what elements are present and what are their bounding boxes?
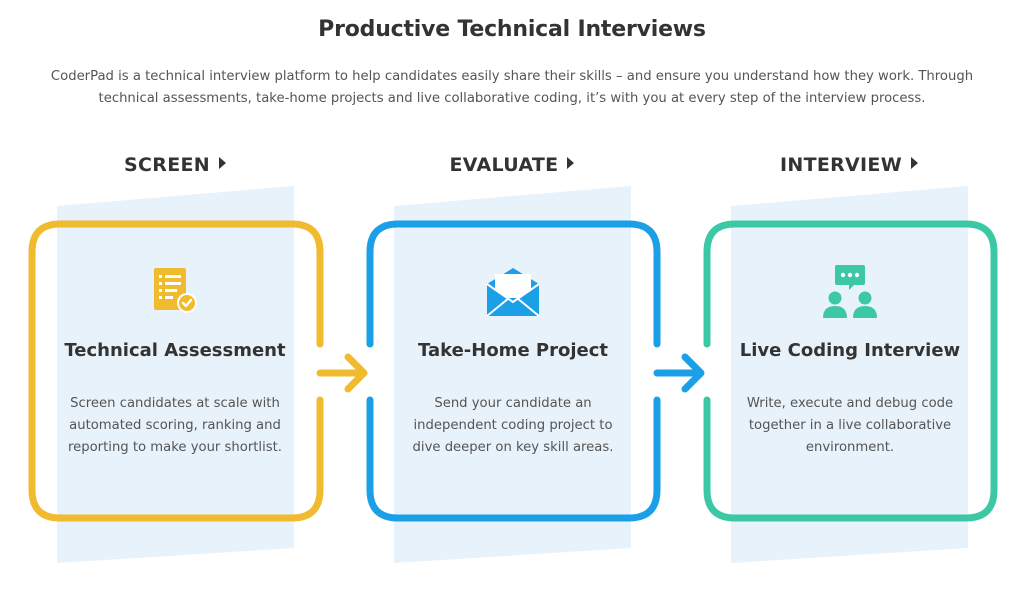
card-title: Live Coding Interview [739,340,961,361]
stage-label-text: EVALUATE [449,154,559,176]
stage-label-screen: SCREEN [25,154,325,176]
stage-label-interview: INTERVIEW [699,154,999,176]
intro-paragraph: CoderPad is a technical interview platfo… [50,69,974,106]
page-title: Productive Technical Interviews [318,17,706,42]
card-title: Take-Home Project [417,340,609,361]
card-description: Screen candidates at scale with automate… [68,396,282,455]
checklist-document-icon [154,268,197,313]
card-description: Send your candidate an independent codin… [412,396,614,455]
caret-right-icon [218,157,226,169]
arrow-right-icon [316,353,368,393]
card-description: Write, execute and debug code together i… [746,396,954,455]
card-panel-interview [731,186,968,563]
card-panel-evaluate [394,186,631,563]
stage-label-evaluate: EVALUATE [362,154,662,176]
card-title: Technical Assessment [64,340,286,361]
envelope-icon [486,268,540,317]
card-interview: Live Coding Interview Write, execute and… [720,262,980,459]
card-panel-screen [57,186,294,563]
caret-right-icon [567,157,575,169]
card-screen: Technical Assessment Screen candidates a… [45,262,305,459]
people-chat-icon [823,265,877,318]
card-frame-interview [703,220,998,522]
stage-label-text: SCREEN [124,154,210,176]
caret-right-icon [910,157,918,169]
arrow-right-icon [653,353,705,393]
card-frame-evaluate [366,220,661,348]
card-evaluate: Take-Home Project Send your candidate an… [383,262,643,459]
card-frame-evaluate-lower [366,396,661,522]
card-frame-screen [28,220,324,522]
stage-label-text: INTERVIEW [780,154,902,176]
